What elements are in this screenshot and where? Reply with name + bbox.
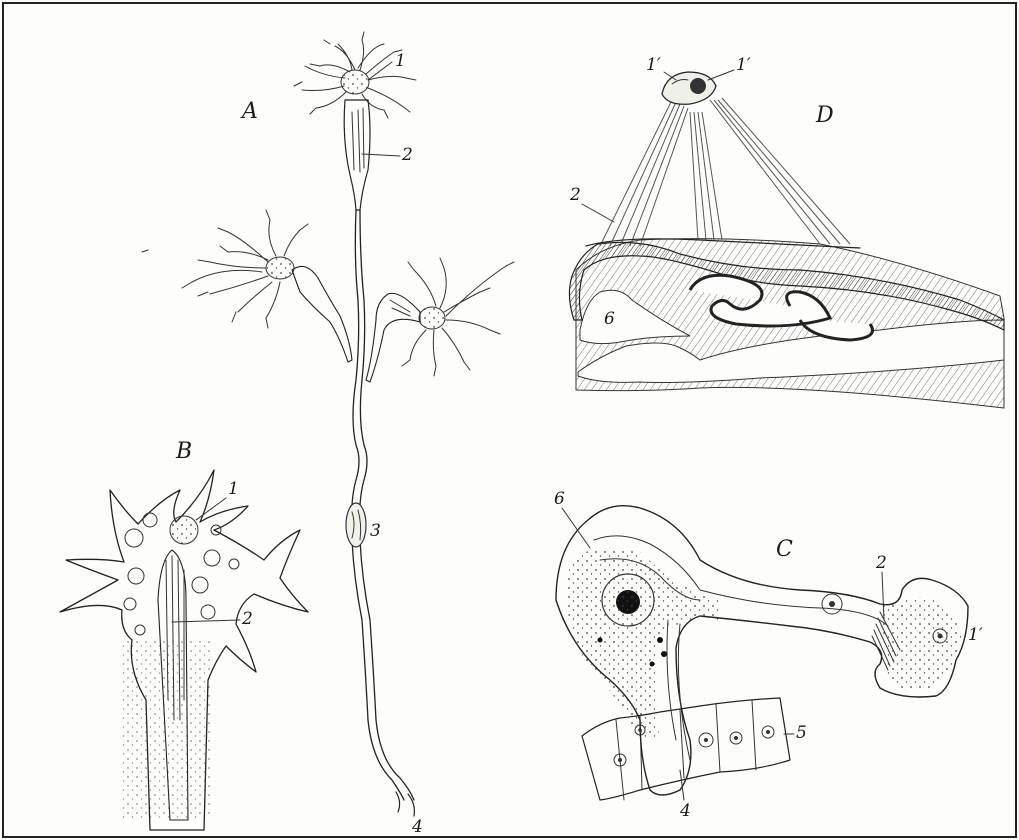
panel-a-top-cell <box>294 32 416 118</box>
panel-c-letter: C <box>776 537 793 562</box>
panel-a-letter: A <box>240 99 258 124</box>
panel-c-epithelium <box>582 698 790 800</box>
panel-d-drawing <box>569 72 1004 408</box>
panel-d-label-2: 2 <box>569 185 581 205</box>
panel-d-label-1p-left: 1′ <box>646 55 661 75</box>
panel-d-letter: D <box>815 103 834 128</box>
panel-c-label-6: 6 <box>554 489 565 509</box>
panel-c-label-5: 5 <box>796 723 807 743</box>
panel-a-label-1: 1 <box>395 51 406 71</box>
panel-a-label-3: 3 <box>370 521 381 541</box>
panel-c-label-1p: 1′ <box>968 625 983 645</box>
panel-a-label-2: 2 <box>401 145 413 165</box>
panel-d-label-1p-right: 1′ <box>736 55 751 75</box>
panel-a-left-cell <box>142 210 352 362</box>
panel-b-drawing <box>60 470 308 830</box>
panel-b-letter: B <box>175 439 192 464</box>
panel-c-label-4: 4 <box>679 801 691 821</box>
panel-a-right-cell <box>366 258 514 382</box>
panel-c-drawing <box>556 506 968 800</box>
panel-b-label-1: 1 <box>228 479 239 499</box>
panel-b-label-2: 2 <box>241 609 253 629</box>
panel-d-label-6: 6 <box>604 309 615 329</box>
panel-a-label-4: 4 <box>411 817 423 837</box>
panel-c-label-2: 2 <box>875 553 887 573</box>
